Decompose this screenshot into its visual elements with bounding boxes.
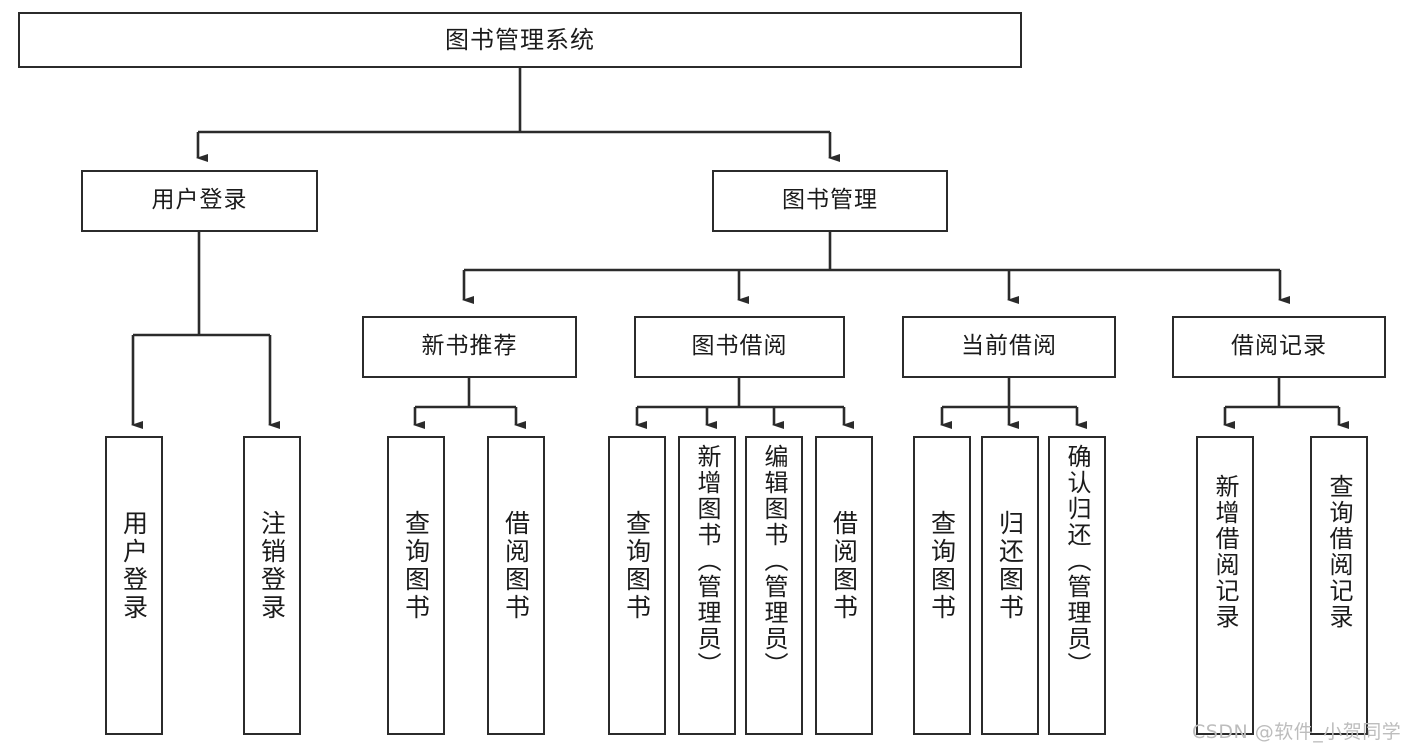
leaf-query-book-current[interactable]: 查询图书 xyxy=(913,436,971,735)
node-label: 查询图书 xyxy=(927,510,957,622)
node-borrow-record[interactable]: 借阅记录 xyxy=(1172,316,1386,378)
node-label: 注销登录 xyxy=(257,510,287,622)
node-new-book-recommend[interactable]: 新书推荐 xyxy=(362,316,577,378)
leaf-add-book-admin[interactable]: 新增图书（管理员） xyxy=(678,436,736,735)
node-label: 借阅图书 xyxy=(829,510,859,622)
node-label: 借阅图书 xyxy=(501,510,531,622)
leaf-query-borrow-record[interactable]: 查询借阅记录 xyxy=(1310,436,1368,735)
node-label: 图书借阅 xyxy=(691,333,788,360)
leaf-confirm-return-admin[interactable]: 确认归还（管理员） xyxy=(1048,436,1106,735)
node-label: 图书管理 xyxy=(782,187,878,214)
node-book-manage[interactable]: 图书管理 xyxy=(712,170,948,232)
node-label: 用户登录 xyxy=(151,187,248,214)
leaf-edit-book-admin[interactable]: 编辑图书（管理员） xyxy=(745,436,803,735)
leaf-logout-login[interactable]: 注销登录 xyxy=(243,436,301,735)
leaf-query-book-recommend[interactable]: 查询图书 xyxy=(387,436,445,735)
node-label: 当前借阅 xyxy=(961,333,1057,360)
node-label: 借阅记录 xyxy=(1231,333,1327,360)
node-label: 查询图书 xyxy=(622,510,652,622)
node-label: 归还图书 xyxy=(995,510,1025,622)
leaf-borrow-book-borrow[interactable]: 借阅图书 xyxy=(815,436,873,735)
node-root-book-management-system[interactable]: 图书管理系统 xyxy=(18,12,1022,68)
node-label: 查询借阅记录 xyxy=(1325,474,1353,630)
node-label: 新书推荐 xyxy=(421,333,518,360)
leaf-add-borrow-record[interactable]: 新增借阅记录 xyxy=(1196,436,1254,735)
leaf-return-book[interactable]: 归还图书 xyxy=(981,436,1039,735)
node-current-borrow[interactable]: 当前借阅 xyxy=(902,316,1116,378)
node-label: 编辑图书（管理员） xyxy=(760,444,788,678)
node-label: 新增图书（管理员） xyxy=(693,444,721,678)
csdn-watermark: CSDN @软件_小贺同学 xyxy=(1192,721,1402,743)
node-book-borrow[interactable]: 图书借阅 xyxy=(634,316,845,378)
node-user-login[interactable]: 用户登录 xyxy=(81,170,318,232)
node-label: 新增借阅记录 xyxy=(1211,474,1239,630)
leaf-user-login[interactable]: 用户登录 xyxy=(105,436,163,735)
node-label: 用户登录 xyxy=(119,510,149,622)
leaf-query-book-borrow[interactable]: 查询图书 xyxy=(608,436,666,735)
node-label: 图书管理系统 xyxy=(445,25,595,54)
leaf-borrow-book-recommend[interactable]: 借阅图书 xyxy=(487,436,545,735)
node-label: 查询图书 xyxy=(401,510,431,622)
node-label: 确认归还（管理员） xyxy=(1063,444,1091,678)
